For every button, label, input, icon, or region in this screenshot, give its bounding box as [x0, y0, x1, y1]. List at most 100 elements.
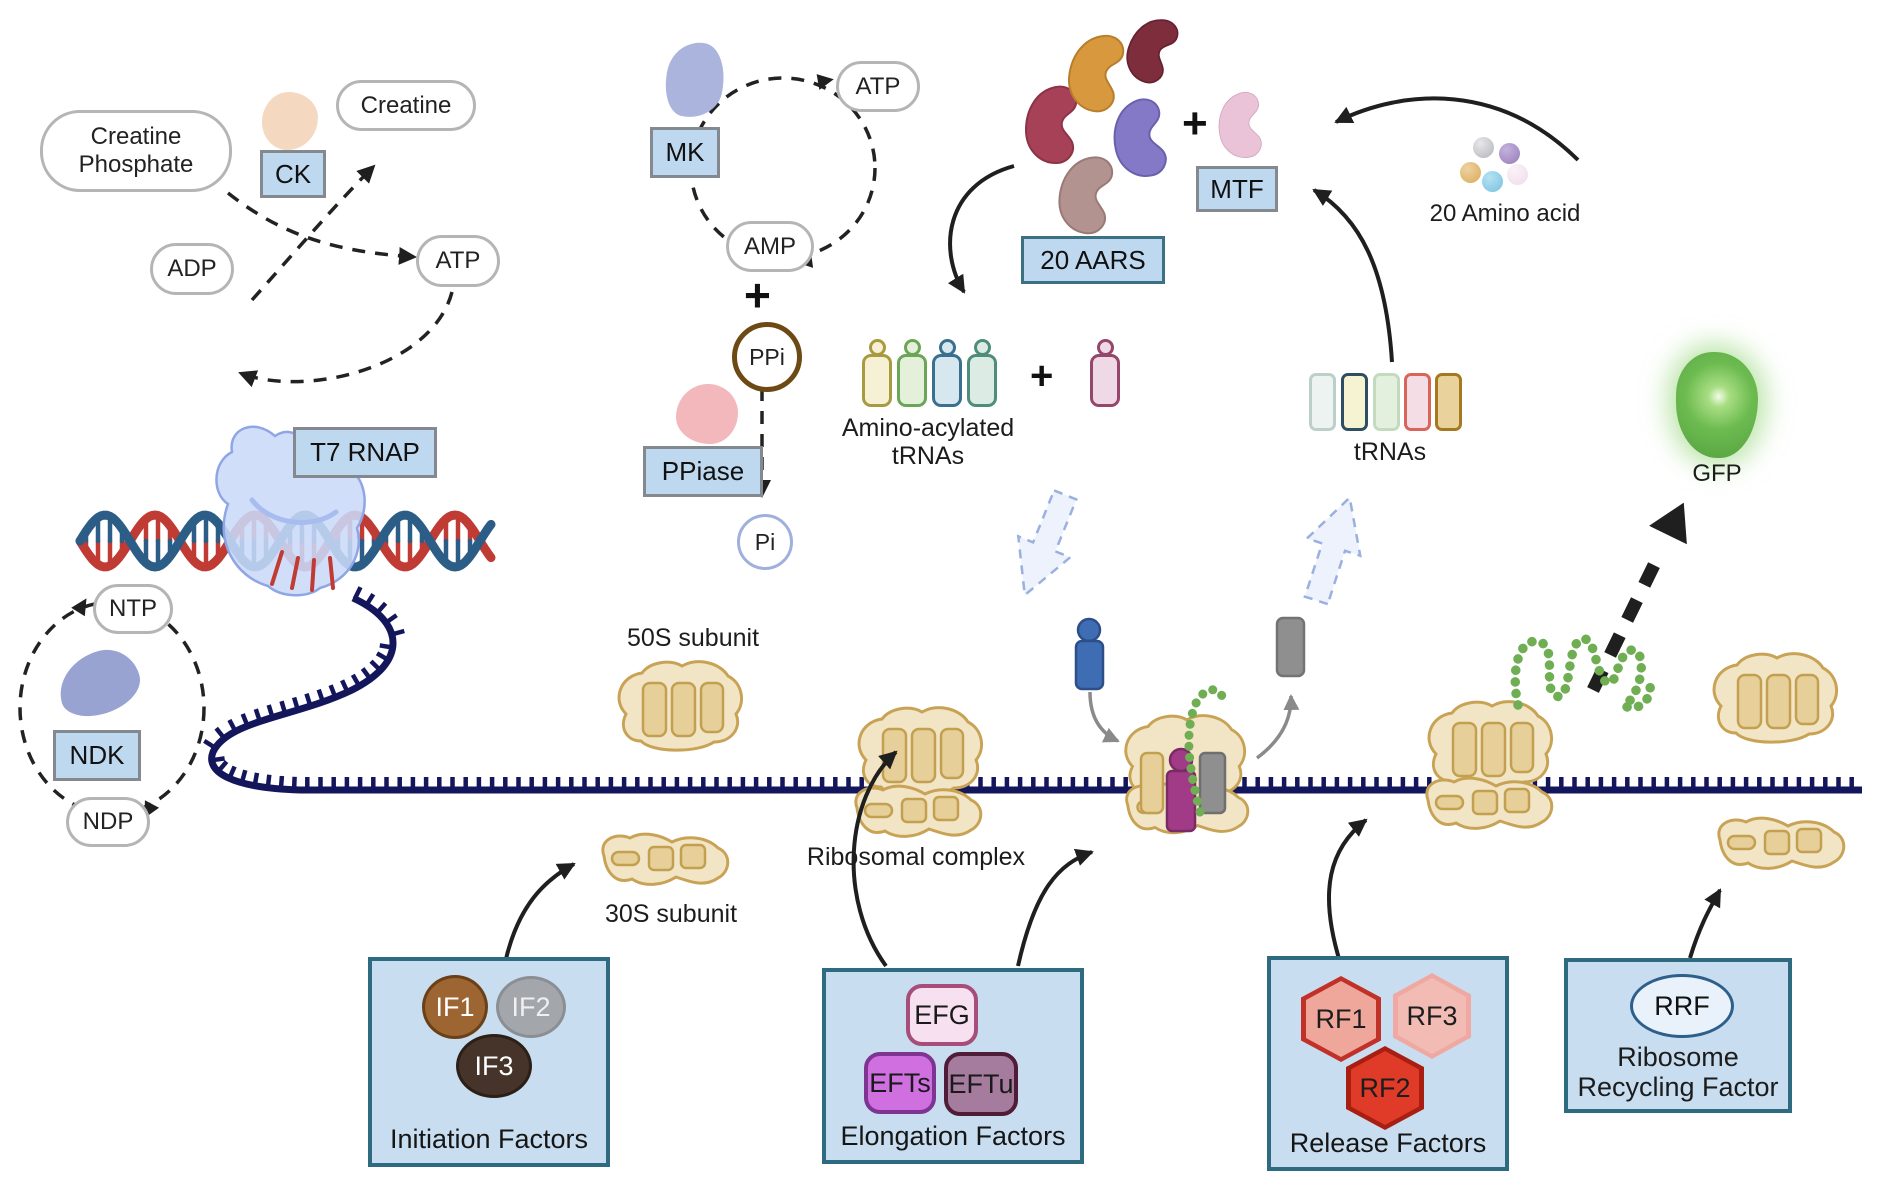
folding-to-gfp-arrow: [1587, 502, 1687, 693]
title-text: Release Factors: [1289, 1128, 1487, 1158]
ppiase-enzyme-blob: [676, 384, 738, 444]
atp-label-left: ATP: [435, 247, 481, 275]
amino-acid-ball-gray: [1473, 137, 1494, 158]
trna-in-hollow-arrow: [997, 483, 1093, 607]
trna-rect-tan: [1435, 373, 1462, 431]
amino-acid-ball-pink: [1507, 164, 1528, 185]
ndp-label: NDP: [82, 808, 134, 836]
title-text: Elongation Factors: [840, 1121, 1066, 1151]
label-text: 30S subunit: [604, 900, 738, 928]
label-text: Amino-acylated: [841, 414, 1015, 442]
ppi-circle: PPi: [732, 322, 802, 392]
acyl-trna-green: [897, 339, 927, 407]
rrf-badge: RRF: [1630, 974, 1734, 1038]
terminating-ribosome: [1425, 700, 1554, 830]
label-text: Ribosomal complex: [806, 843, 1026, 871]
trna-rect-white: [1309, 373, 1336, 431]
label-text: tRNAs: [1353, 438, 1427, 466]
charging-arrows: [947, 96, 1580, 363]
if1-label: IF1: [435, 991, 475, 1022]
ck-enzyme-box: CK: [260, 150, 326, 198]
eftu-factor: EFTu: [944, 1052, 1018, 1116]
nascent-polypeptide-chain: [1184, 685, 1227, 817]
label-text: GFP: [1692, 460, 1742, 487]
trna-body: [967, 354, 997, 407]
mk-enzyme-box: MK: [650, 127, 720, 178]
efts-factor: EFTs: [864, 1052, 936, 1114]
ntp-pill: NTP: [93, 584, 173, 634]
ndp-pill: NDP: [66, 797, 150, 847]
plus-acyl-trna: +: [1030, 356, 1053, 396]
trnas-label: tRNAs: [1340, 438, 1440, 467]
amp-label: AMP: [743, 232, 796, 260]
ndk-label: NDK: [69, 740, 125, 770]
recycling-title-line2: Recycling Factor: [1568, 1072, 1788, 1103]
mtf-label: MTF: [1210, 173, 1264, 204]
atp-pill-mid: ATP: [836, 61, 920, 112]
elongation-factors-title: Elongation Factors: [826, 1121, 1080, 1152]
trna-rect-pink: [1404, 373, 1431, 431]
free-30s-left: [601, 832, 730, 886]
if2-label: IF2: [511, 991, 551, 1022]
creatine-phosphate-label: Creatine Phosphate: [78, 123, 194, 178]
free-50s-right: [1712, 652, 1839, 744]
creatine-cycle-arrows: [226, 164, 454, 388]
plus-sign: +: [1182, 99, 1208, 148]
t7-rnap-label: T7 RNAP: [310, 437, 420, 467]
title-text: Recycling Factor: [1577, 1072, 1779, 1102]
acyl-trna-teal: [967, 339, 997, 407]
rf2-factor: RF2: [1346, 1046, 1424, 1130]
acyl-trna-blue: [932, 339, 962, 407]
ribosomal-complex-label: Ribosomal complex: [785, 843, 1047, 872]
initiation-factors-box: IF1 IF2 IF3 Initiation Factors: [368, 957, 610, 1167]
free-30s-right: [1717, 816, 1846, 870]
ntp-label: NTP: [109, 595, 157, 623]
trna-out-hollow-arrow: [1288, 487, 1378, 611]
efg-factor: EFG: [906, 984, 978, 1046]
released-polypeptide-coil: [1510, 634, 1655, 713]
acyl-trna-pink: [1090, 339, 1120, 407]
if3-label: IF3: [474, 1050, 514, 1081]
subunit-50s-label: 50S subunit: [608, 624, 778, 653]
amino-acid-ball-purple: [1499, 143, 1520, 164]
mtf-enzyme-blob: [1214, 90, 1267, 162]
label-text: tRNAs: [891, 442, 965, 470]
recycling-factor-box: RRF Ribosome Recycling Factor: [1564, 958, 1792, 1113]
t7-rnap-box: T7 RNAP: [293, 427, 437, 478]
adp-label: ADP: [167, 255, 217, 283]
rf2-fill: [1351, 1051, 1419, 1125]
trna-body: [1090, 354, 1120, 407]
rf1-factor: RF1: [1301, 976, 1381, 1062]
trna-body: [862, 354, 892, 407]
plus-sign: +: [744, 269, 771, 321]
mtf-box: MTF: [1196, 166, 1278, 212]
pi-label: Pi: [754, 528, 776, 555]
pi-circle: Pi: [737, 514, 793, 570]
trna-body: [897, 354, 927, 407]
aminoacylated-label-line1: Amino-acylated: [828, 414, 1028, 443]
initiation-factors-title: Initiation Factors: [372, 1124, 606, 1155]
if2-factor: IF2: [496, 976, 566, 1038]
release-factors-box: RF1 RF3 RF2 Release Factors: [1267, 956, 1509, 1171]
aars-box: 20 AARS: [1021, 236, 1165, 284]
atp-pill-left: ATP: [416, 235, 500, 287]
ck-enzyme-blob: [262, 92, 318, 150]
adp-pill: ADP: [150, 243, 234, 295]
trna-rect-yellow: [1341, 373, 1368, 431]
elongating-ribosome: [1124, 714, 1250, 835]
plus-sign: +: [1030, 354, 1054, 398]
trna-body: [932, 354, 962, 407]
rf1-label: RF1: [1315, 1003, 1367, 1034]
amino-acid-text: 20 Amino acid: [1429, 200, 1581, 227]
creatine-pill: Creatine: [336, 80, 476, 131]
subunit-30s-label: 30S subunit: [586, 900, 756, 929]
release-factors-title: Release Factors: [1271, 1128, 1505, 1159]
trna-shuttle-arrows: [1088, 691, 1300, 760]
recycling-title-line1: Ribosome: [1568, 1042, 1788, 1073]
elongation-factors-box: EFG EFTs EFTu Elongation Factors: [822, 968, 1084, 1164]
aars-enzyme-blobs: [1025, 11, 1182, 236]
rf3-label: RF3: [1406, 1000, 1458, 1031]
aars-label: 20 AARS: [1040, 244, 1146, 275]
trna-rect-green: [1373, 373, 1400, 431]
